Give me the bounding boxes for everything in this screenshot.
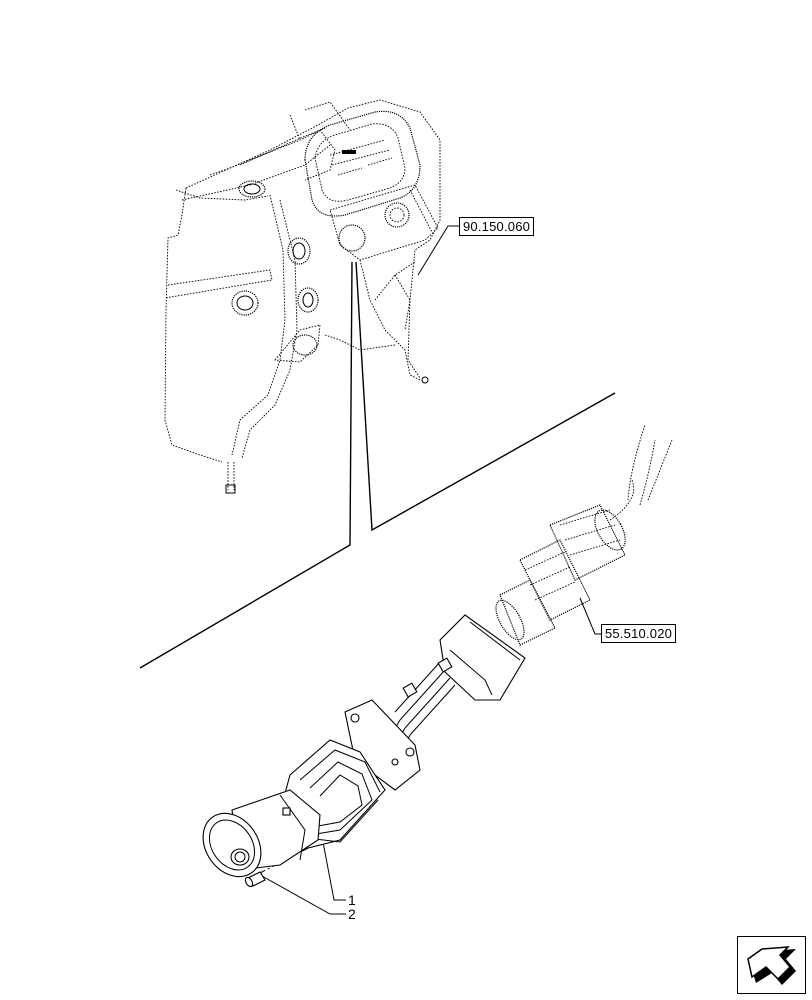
callout-1: 1: [348, 892, 356, 908]
reference-label-connector[interactable]: 55.510.020: [601, 624, 677, 643]
harness-connector-drawing: [495, 424, 673, 646]
dashboard-console-drawing: [164, 99, 441, 494]
return-arrow-icon[interactable]: [737, 936, 806, 994]
leader-lines: [139, 225, 616, 915]
switch-assembly-drawing: [202, 614, 526, 878]
callout-2: 2: [348, 906, 356, 922]
arrow-glyph-icon: [747, 946, 796, 985]
reference-label-dashboard[interactable]: 90.150.060: [459, 217, 535, 236]
screw-drawing: [244, 871, 266, 888]
